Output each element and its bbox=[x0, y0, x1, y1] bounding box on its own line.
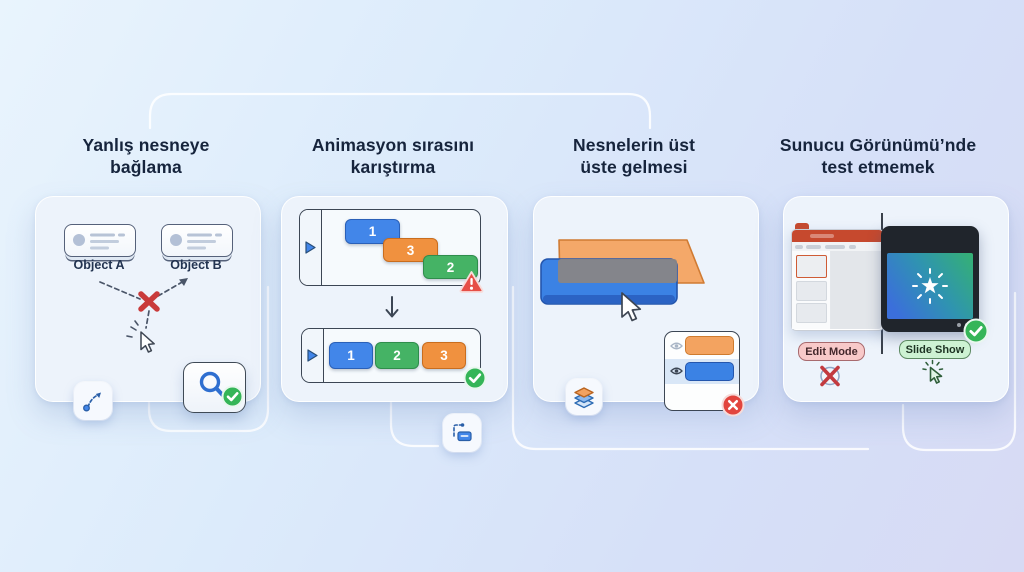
layers-panel bbox=[664, 331, 740, 411]
toolbar-chip bbox=[825, 244, 845, 249]
object-card-content bbox=[170, 233, 222, 250]
toolbar-chip bbox=[806, 244, 821, 249]
down-arrow bbox=[385, 296, 399, 318]
title-line: üste gelmesi bbox=[580, 157, 688, 177]
object-card-a bbox=[64, 224, 136, 257]
panel-title-overlapping: Nesnelerin üst üste gelmesi bbox=[504, 134, 764, 178]
title-line: test etmemek bbox=[821, 157, 935, 177]
overlap-region bbox=[558, 259, 677, 283]
layers-icon bbox=[566, 379, 602, 415]
panel-title-animation-order: Animasyon sırasını karıştırma bbox=[263, 134, 523, 178]
red-x-mark bbox=[138, 291, 160, 312]
click-cursor-icon bbox=[922, 359, 944, 384]
window-tab bbox=[795, 223, 809, 231]
panel-overlapping-objects bbox=[533, 196, 759, 417]
slide-thumbnail bbox=[796, 281, 827, 301]
panel-title-wrong-object: Yanlış nesneye bağlama bbox=[16, 134, 276, 178]
toolbar-chip bbox=[849, 244, 856, 249]
slide-show-pill: Slide Show bbox=[899, 340, 971, 359]
panel-animation-order: 1 3 2 1 2 3 bbox=[281, 196, 508, 452]
timeline-gutter bbox=[300, 210, 322, 285]
screen-control-dot bbox=[957, 323, 961, 327]
panel-title-presenter-view: Sunucu Görünümü’nde test etmemek bbox=[748, 134, 1008, 178]
title-line: Sunucu Görünümü’nde bbox=[779, 135, 977, 155]
error-badge bbox=[721, 393, 745, 417]
object-b-label: Object B bbox=[170, 258, 222, 272]
play-icon bbox=[305, 241, 316, 254]
star-icon bbox=[912, 268, 948, 304]
timeline-wrong-order: 1 3 2 bbox=[299, 209, 481, 286]
click-rays bbox=[126, 320, 139, 338]
slide-thumbnail bbox=[796, 303, 827, 323]
presentation-screen bbox=[881, 226, 979, 332]
editor-window bbox=[791, 229, 884, 331]
cursor-icon bbox=[140, 331, 155, 353]
animation-step: 3 bbox=[422, 342, 466, 369]
slide-area bbox=[887, 253, 973, 319]
blue-shape-edge bbox=[543, 295, 675, 303]
panel-presenter-view: Edit Mode Slide Show bbox=[783, 196, 1009, 402]
timeline-gutter bbox=[302, 329, 324, 382]
motion-path-icon bbox=[74, 382, 112, 420]
warning-icon bbox=[459, 271, 484, 293]
cursor-icon bbox=[621, 292, 642, 322]
animation-step: 2 bbox=[423, 255, 478, 279]
layer-bar-orange bbox=[685, 336, 734, 355]
editor-canvas bbox=[831, 251, 882, 329]
check-badge bbox=[221, 385, 244, 408]
eye-icon bbox=[670, 367, 683, 375]
title-line: Yanlış nesneye bbox=[82, 135, 210, 155]
eye-icon-dim bbox=[670, 342, 683, 350]
check-badge bbox=[463, 366, 487, 390]
play-icon bbox=[307, 349, 318, 362]
editor-titlebar bbox=[792, 230, 883, 242]
object-a-label: Object A bbox=[73, 258, 125, 272]
overlap-shapes bbox=[540, 239, 705, 322]
title-line: karıştırma bbox=[350, 157, 436, 177]
edit-mode-pill: Edit Mode bbox=[798, 342, 865, 361]
timeline-correct-order: 1 2 3 bbox=[301, 328, 481, 383]
wrong-link-diagram bbox=[99, 278, 188, 353]
toolbar-chip bbox=[795, 244, 803, 249]
title-line: Nesnelerin üst bbox=[573, 135, 695, 155]
arrowhead bbox=[179, 278, 188, 286]
title-line: Animasyon sırasını bbox=[311, 135, 475, 155]
animation-painter-icon bbox=[443, 414, 481, 452]
layer-bar-blue bbox=[685, 362, 734, 381]
object-card-content bbox=[73, 233, 125, 250]
slide-thumbnail-active bbox=[796, 255, 827, 278]
panel-wrong-object: Object A Object B bbox=[35, 196, 261, 420]
object-card-b bbox=[161, 224, 233, 257]
check-badge bbox=[963, 318, 989, 344]
animation-step: 2 bbox=[375, 342, 419, 369]
title-line: bağlama bbox=[110, 157, 182, 177]
crossed-out-icon bbox=[820, 365, 840, 387]
slide-thumbnails bbox=[792, 251, 831, 329]
titlebar-text-hint bbox=[810, 234, 834, 238]
animation-step: 1 bbox=[329, 342, 373, 369]
